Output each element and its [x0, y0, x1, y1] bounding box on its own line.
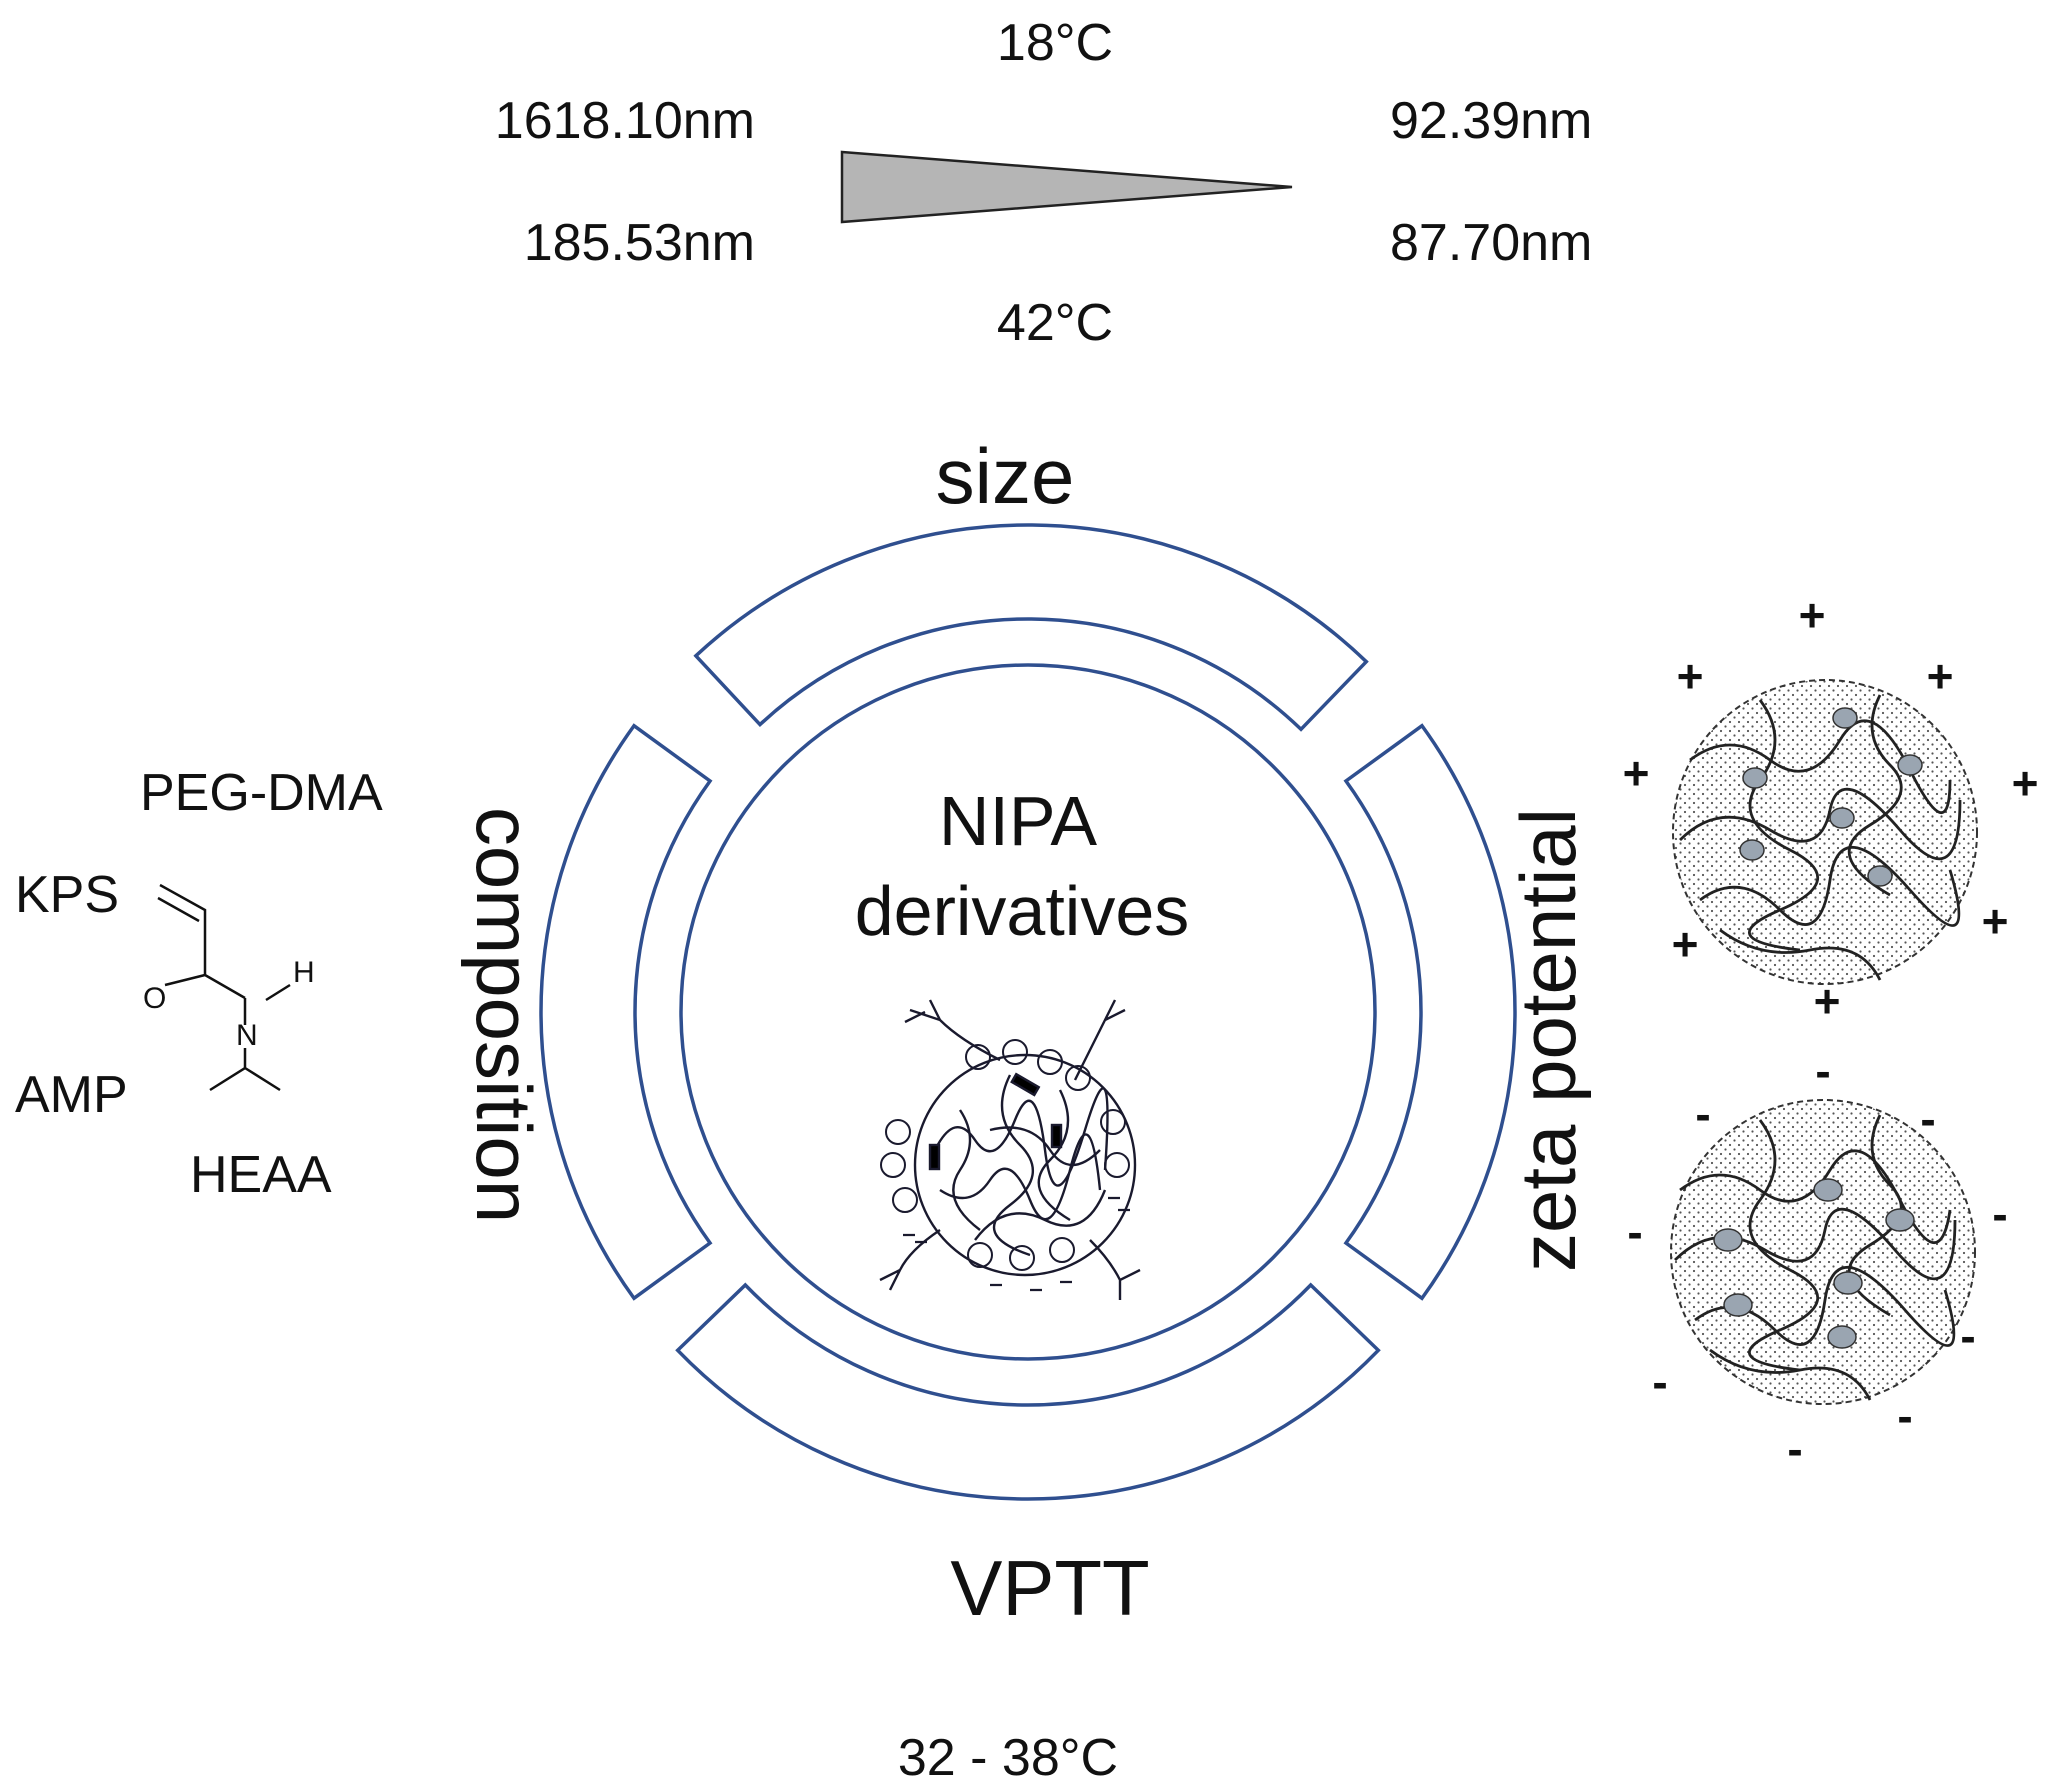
- plus-sign-8: +: [1814, 975, 1841, 1027]
- plus-sign-7: +: [1982, 895, 2009, 947]
- segment-label-zeta: zeta potential: [1504, 808, 1592, 1272]
- minus-sign-3: -: [1920, 1093, 1935, 1145]
- segment-label-size: size: [936, 432, 1075, 520]
- minus-sign-5: -: [1992, 1188, 2007, 1240]
- temp-low-label: 18°C: [997, 14, 1113, 72]
- reagent-kps: KPS: [15, 866, 119, 924]
- size-right-bottom: 87.70nm: [1390, 214, 1592, 272]
- minus-sign-9: -: [1787, 1423, 1802, 1475]
- plus-sign-5: +: [2012, 757, 2039, 809]
- minus-sign-8: -: [1897, 1390, 1912, 1442]
- minus-sign-1: -: [1815, 1045, 1830, 1097]
- minus-sign-7: -: [1960, 1310, 1975, 1362]
- positive-particle-icon: [1672, 679, 1978, 985]
- plus-sign-4: +: [1623, 747, 1650, 799]
- center-title-line1: NIPA: [939, 782, 1097, 860]
- segment-label-vptt: VPTT: [950, 1544, 1149, 1632]
- negative-particle-icon: [1670, 1099, 1976, 1405]
- acrylamide-structure-icon: O N H: [143, 883, 315, 1092]
- composition-list: PEG-DMA KPS AMP HEAA O N H: [15, 764, 383, 1204]
- reagent-heaa: HEAA: [190, 1146, 332, 1204]
- atom-n: N: [236, 1019, 258, 1052]
- temp-high-label: 42°C: [997, 294, 1113, 352]
- segment-size: [693, 523, 1369, 732]
- segment-composition: [539, 723, 713, 1301]
- size-panel: 18°C 42°C 1618.10nm 185.53nm 92.39nm 87.…: [495, 14, 1593, 352]
- minus-sign-6: -: [1652, 1356, 1667, 1408]
- segment-zeta-potential: [1343, 723, 1517, 1301]
- size-right-top: 92.39nm: [1390, 92, 1592, 150]
- atom-o: O: [143, 982, 166, 1015]
- segment-vptt: [675, 1282, 1381, 1501]
- center-title-line2: derivatives: [855, 872, 1190, 950]
- atom-h: H: [293, 956, 315, 989]
- vptt-range: 32 - 38°C: [898, 1729, 1118, 1787]
- segment-ring: [539, 523, 1517, 1501]
- reagent-amp: AMP: [15, 1066, 128, 1124]
- segment-label-composition: composition: [460, 807, 548, 1223]
- plus-sign-2: +: [1677, 650, 1704, 702]
- plus-sign-1: +: [1799, 589, 1826, 641]
- charge-signs: ++++++++---------: [1623, 589, 2039, 1475]
- reagent-peg-dma: PEG-DMA: [140, 764, 383, 822]
- center-circle: [679, 663, 1377, 1361]
- size-left-bottom: 185.53nm: [524, 214, 755, 272]
- microgel-network-icon: [879, 999, 1141, 1300]
- size-left-top: 1618.10nm: [495, 92, 755, 150]
- wedge-icon: [840, 150, 1293, 224]
- plus-sign-3: +: [1927, 650, 1954, 702]
- plus-sign-6: +: [1672, 918, 1699, 970]
- minus-sign-2: -: [1695, 1088, 1710, 1140]
- minus-sign-4: -: [1627, 1206, 1642, 1258]
